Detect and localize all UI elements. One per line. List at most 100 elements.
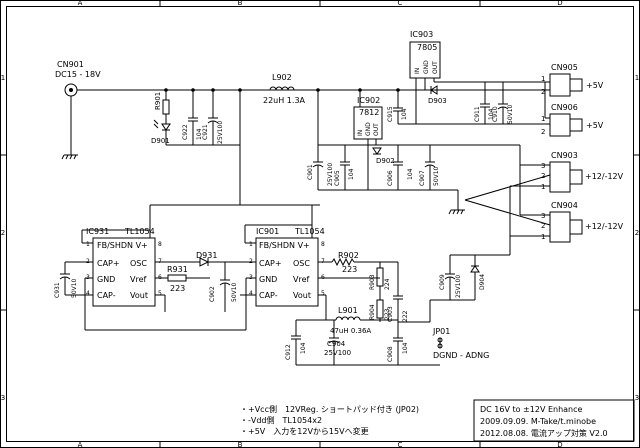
ic931-part: TL1054 <box>124 227 155 236</box>
ic931-pin-num-8: 8 <box>158 241 162 248</box>
row-label-2: 2 <box>1 229 5 237</box>
c931-value: 50V10 <box>71 278 78 298</box>
connector-wiring <box>450 144 551 256</box>
d902-ref: D902 <box>376 157 395 165</box>
resistor-r903: R903 224 <box>369 262 391 300</box>
jp01-label: DGND - ADNG <box>433 351 489 360</box>
ic902-pin-gnd: GND <box>365 122 372 136</box>
cn905-pin1: 1 <box>541 75 545 83</box>
row-label-1: 1 <box>1 74 5 82</box>
connector-cn905: CN905 1 2 +5V <box>541 63 604 97</box>
r902-ref: R902 <box>338 251 359 260</box>
ic902-part: 7812 <box>359 108 379 117</box>
c908-ref: C908 <box>387 346 394 362</box>
c911-value: 104 <box>488 108 495 120</box>
ic901-tl1054: IC901 TL1054 FB/SHDN V+ CAP+ GND CAP- OS… <box>240 205 380 330</box>
capacitor-c902: C902 50V10 <box>209 262 238 312</box>
r931-ref: R931 <box>167 265 188 274</box>
cn901-desc: DC15 - 18V <box>55 70 101 79</box>
diode-d904: D904 <box>398 255 486 323</box>
c903-value: 222 <box>402 310 409 322</box>
title-block: DC 16V to ±12V Enhance 2009.09.09. M-Tak… <box>473 399 635 442</box>
cn904-pin2: 2 <box>541 222 545 230</box>
ic903-ref: IC903 <box>410 30 433 39</box>
c909-value: 25V100 <box>455 275 462 298</box>
r904-ref: R904 <box>369 304 376 320</box>
ic903-pin-gnd: GND <box>423 60 430 74</box>
c905-ref: C905 <box>334 170 341 186</box>
frame-column-labels: A B C D A B C D <box>78 0 563 448</box>
l902-ref: L902 <box>272 73 292 82</box>
col-label-a-bottom: A <box>78 441 83 448</box>
c922-value: 104 <box>196 128 203 140</box>
ic903-pin-out: OUT <box>432 61 439 74</box>
r903-value: 224 <box>384 278 391 290</box>
ic931-pin-vref: Vref <box>130 275 147 284</box>
d901-ref: D901 <box>151 137 170 145</box>
ic901-pin-num-5: 5 <box>321 290 325 297</box>
c901-ref: C901 <box>307 164 314 180</box>
regulator-ic902: IC902 7812 IN GND OUT D902 <box>317 90 458 190</box>
inductor-l901: L901 47uH 0.36A <box>326 306 398 335</box>
c912-ref: C912 <box>285 344 292 360</box>
ic901-pin-gnd: GND <box>259 275 277 284</box>
ic902-pin-out: OUT <box>373 123 380 136</box>
col-label-d: D <box>557 0 562 7</box>
row-label-3: 3 <box>1 394 5 402</box>
ic931-pin-capm: CAP- <box>97 291 116 300</box>
capacitor-c931: C931 50V10 <box>54 262 78 298</box>
c931-ref: C931 <box>54 282 61 298</box>
notes: ・+Vcc側 12VReg. ショートパッド付き (JP02) ・-Vdd側 T… <box>240 404 419 436</box>
ground-symbol <box>61 154 78 160</box>
row-label-1-right: 1 <box>635 74 639 82</box>
ic931-pin-osc: OSC <box>130 259 147 268</box>
col-label-a: A <box>78 0 83 7</box>
capacitor-c904: C904 25V100 <box>324 320 351 365</box>
col-label-b-bottom: B <box>238 441 243 448</box>
c910-value: 50V10 <box>507 104 514 124</box>
c921-value: 25V100 <box>217 121 224 144</box>
cn903-pin2: 2 <box>541 172 545 180</box>
c908-value: 104 <box>402 342 409 354</box>
cn905-label: +5V <box>586 81 604 90</box>
ic901-pin-capp: CAP+ <box>259 259 282 268</box>
connector-cn906: CN906 1 2 +5V <box>541 82 604 137</box>
resistor-r931: R931 223 <box>165 265 210 293</box>
c915-value: 104 <box>401 108 408 120</box>
capacitor-c912: C912 104 <box>285 319 326 365</box>
r903-ref: R903 <box>369 274 376 290</box>
c907-value: 50V10 <box>433 166 440 186</box>
c912-value: 104 <box>300 342 307 354</box>
input-capacitors: C922 104 C921 25V100 <box>166 90 240 146</box>
ic901-pin-num-2: 2 <box>249 258 253 265</box>
d904-ref: D904 <box>479 274 486 290</box>
ic931-pin-vout: Vout <box>130 291 148 300</box>
capacitor-c908: C908 104 <box>387 322 409 365</box>
c911-ref: C911 <box>474 106 481 122</box>
ic901-pin-num-4: 4 <box>249 290 253 297</box>
note-3: ・+5V 入力を12Vから15Vへ変更 <box>240 426 369 436</box>
caps-5v: C915 104 C911 104 C910 50V10 <box>387 82 550 125</box>
capacitor-c909: C909 25V100 <box>439 255 462 300</box>
ic901-pin-vref: Vref <box>293 275 310 284</box>
ic901-pin-num-8: 8 <box>321 241 325 248</box>
cn906-pin2: 2 <box>541 128 545 136</box>
c906-value: 104 <box>407 168 414 180</box>
connector-cn903: CN903 3 2 1 +12/-12V <box>541 151 624 193</box>
l902-value: 22uH 1.3A <box>263 96 306 105</box>
ic901-part: TL1054 <box>294 227 325 236</box>
title-main: DC 16V to ±12V Enhance <box>480 405 583 414</box>
ic931-top-pins: FB/SHDN V+ <box>97 241 148 250</box>
r904-value: 223 <box>384 308 391 320</box>
ic901-top-pins: FB/SHDN V+ <box>259 241 310 250</box>
l901-value: 47uH 0.36A <box>330 327 371 335</box>
ic931-ref: IC931 <box>86 227 109 236</box>
jumper-jp01: JP01 DGND - ADNG <box>432 327 489 360</box>
ic901-pin-osc: OSC <box>293 259 310 268</box>
ic902-pin-in: IN <box>357 130 364 136</box>
ic903-part: 7805 <box>417 43 437 52</box>
cn906-pin1: 1 <box>541 115 545 123</box>
ic931-pin-num-4: 4 <box>86 290 90 297</box>
cn905-pin2: 2 <box>541 88 545 96</box>
